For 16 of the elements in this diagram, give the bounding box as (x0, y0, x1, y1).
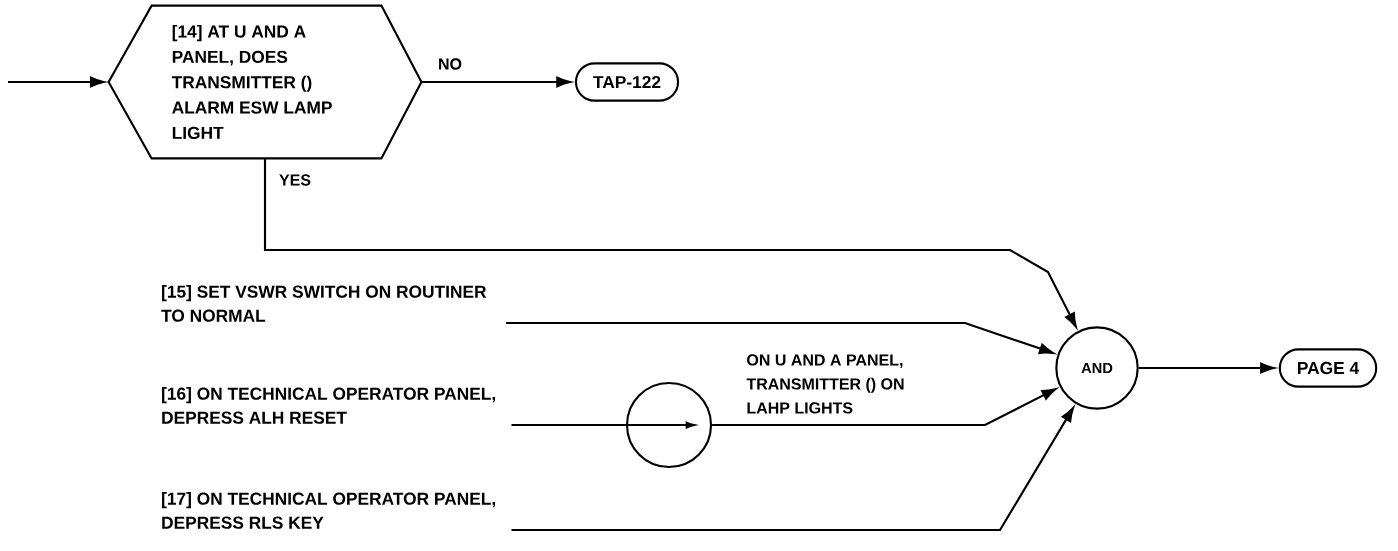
terminal-box: TAP-122 (574, 62, 680, 102)
edge-label: NO (436, 57, 464, 71)
edge-label: YES (277, 173, 313, 187)
edge-label: ON U AND A PANEL, TRANSMITTER () ON LAHP LIGHTS (745, 352, 919, 415)
step-text: [15] SET VSWR SWITCH ON ROUTINER TO NORMAL (161, 285, 487, 322)
decision-hexagon: [14] AT U AND A PANEL, DOES TRANSMITTER () ALARM ESW LAMP LIGHT (107, 4, 423, 160)
arrow (511, 407, 1075, 532)
arrow (712, 388, 1057, 427)
arrow (8, 76, 105, 88)
terminal-box: PAGE 4 (1278, 348, 1378, 388)
arrow (263, 158, 1077, 328)
step-text: [17] ON TECHNICAL OPERATOR PANEL, DEPRESS RLS KEY (162, 492, 496, 529)
step-text: [16] ON TECHNICAL OPERATOR PANEL, DEPRESS ALH RESET (162, 387, 496, 424)
arrow (506, 321, 1054, 354)
connector-line (511, 423, 626, 427)
connector-circle (623, 381, 713, 469)
